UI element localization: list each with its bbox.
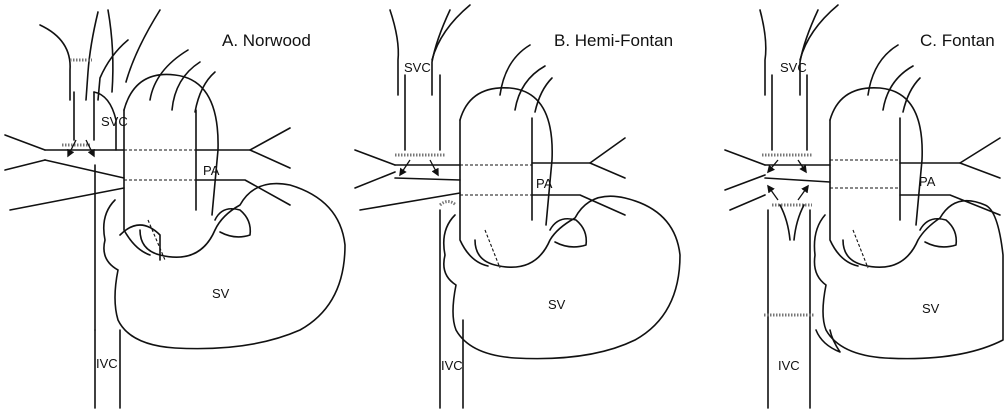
pulmonary-artery: PA <box>355 138 625 215</box>
pa-label: PA <box>919 174 936 189</box>
ivc-label: IVC <box>96 356 118 371</box>
sv-label: SV <box>548 297 566 312</box>
single-ventricle-heart: SV <box>104 184 345 349</box>
neo-aorta <box>830 88 922 266</box>
sv-label: SV <box>922 301 940 316</box>
panel-title: C. Fontan <box>920 31 995 50</box>
ivc-label: IVC <box>441 358 463 373</box>
panel-fontan: C. Fontan SVC <box>725 5 1003 408</box>
svc-vessel: SVC <box>62 92 128 156</box>
panel-norwood: A. Norwood SVC <box>5 10 345 408</box>
ivc-label: IVC <box>778 358 800 373</box>
sv-label: SV <box>212 286 230 301</box>
svc-label: SVC <box>780 60 807 75</box>
panel-title: B. Hemi-Fontan <box>554 31 673 50</box>
svc-vessel: SVC <box>762 60 812 172</box>
upper-vessels <box>390 5 552 112</box>
svc-label: SVC <box>404 60 431 75</box>
pulmonary-artery: PA <box>725 138 1000 215</box>
svc-vessel: SVC <box>395 60 445 175</box>
single-ventricle-heart: SV <box>814 201 1003 359</box>
pulmonary-artery: PA <box>5 128 290 210</box>
upper-vessels <box>40 10 215 112</box>
ivc-vessel: IVC <box>764 205 840 408</box>
upper-vessels <box>760 5 920 112</box>
panel-title: A. Norwood <box>222 31 311 50</box>
panel-hemi-fontan: B. Hemi-Fontan SVC <box>355 5 680 408</box>
single-ventricle-heart: SV <box>444 196 680 358</box>
